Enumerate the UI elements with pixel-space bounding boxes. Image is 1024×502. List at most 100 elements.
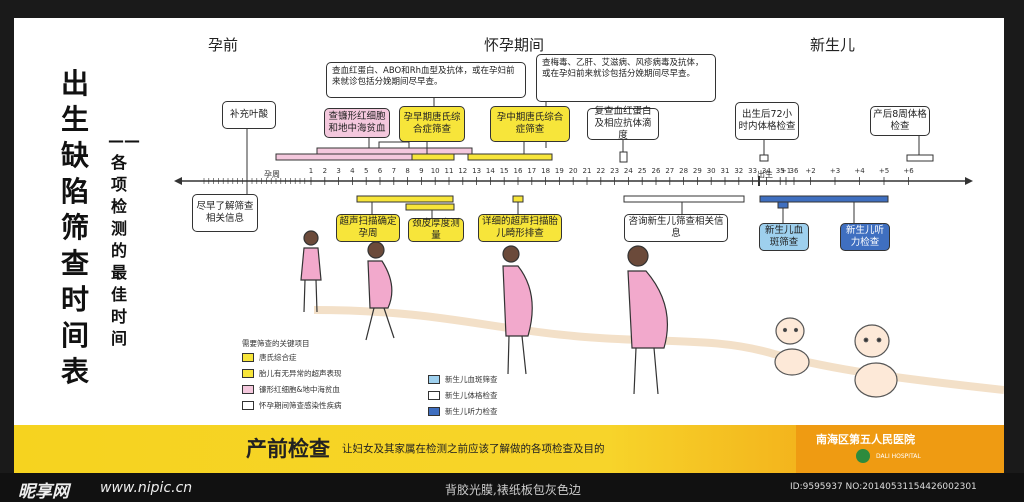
- legend-label: 镰形红细胞&地中海贫血: [259, 385, 340, 394]
- week-label: 16: [513, 167, 523, 175]
- week-label: 23: [610, 167, 620, 175]
- week-label: 2: [322, 167, 328, 175]
- bar-ultra1: [356, 195, 454, 203]
- axis-right-arrow: [965, 177, 973, 185]
- week-label: 1: [308, 167, 314, 175]
- bar-early-down: [411, 153, 455, 161]
- legend-item-thal: 镰形红细胞&地中海贫血: [242, 384, 340, 395]
- woman-figure-1: [300, 230, 322, 313]
- week-label: 19: [554, 167, 564, 175]
- note-infection: 查梅毒、乙肝、艾滋病、风疹病毒及抗体，或在孕妇前来就诊包括分娩期间尽早查。: [536, 54, 716, 102]
- birth-label: 出生: [757, 170, 773, 179]
- box-thalassemia: 查镰形红细胞和地中海贫血: [324, 108, 390, 138]
- legend-label: 怀孕期间筛查感染性疾病: [259, 401, 342, 410]
- stage-prepregnancy: 孕前: [208, 36, 239, 54]
- box-ultrasound-anomaly: 详细的超声扫描胎儿畸形排查: [478, 214, 562, 242]
- week-label: 26: [651, 167, 661, 175]
- month-label: +4: [854, 167, 865, 175]
- bar-nb72: [759, 154, 769, 162]
- bar-newborn-blue: [759, 195, 889, 203]
- baby-figure-2: [854, 324, 898, 398]
- legend-swatch: [428, 391, 440, 400]
- timeline-graphics: [174, 98, 1004, 398]
- week-label: 34: [761, 167, 771, 175]
- legend-item-exam: 新生儿体格检查: [428, 390, 498, 401]
- legend-item-ultrasound: 胎儿有无异常的超声表现: [242, 368, 342, 379]
- watermark-caption: 背胶光膜,裱纸板包灰色边: [445, 483, 581, 497]
- week-label: 27: [665, 167, 675, 175]
- legend-item-down: 唐氏综合症: [242, 352, 297, 363]
- month-label: +3: [829, 167, 841, 175]
- week-label: 5: [363, 167, 369, 175]
- watermark-id: ID:9595937 NO:20140531154426002301: [790, 482, 977, 492]
- month-label: +2: [805, 167, 816, 175]
- box-folic-acid: 补充叶酸: [222, 101, 276, 129]
- footer-bar: 产前检查 让妇女及其家属在检测之前应该了解做的各项检查及目的 南海区第五人民医院…: [14, 425, 1004, 473]
- week-label: 3: [336, 167, 341, 175]
- screening-poster: 出生缺陷筛查时间表 ——各项检测的最佳时间 孕前 怀孕期间 新生儿: [14, 18, 1004, 473]
- box-postpartum-8w: 产后8周体格检查: [870, 106, 930, 136]
- box-nuchal: 颈皮厚度测量: [408, 218, 464, 242]
- stage-pregnancy: 怀孕期间: [484, 36, 545, 54]
- week-label: 9: [419, 167, 424, 175]
- legend-item-hearing: 新生儿听力检查: [428, 406, 498, 417]
- week-label: 18: [541, 167, 551, 175]
- week-label: 15: [499, 167, 509, 175]
- woman-figure-2: [365, 241, 395, 341]
- legend-label: 唐氏综合症: [259, 353, 297, 362]
- bar-thal: [275, 153, 432, 161]
- legend-item-infection: 怀孕期间筛查感染性疾病: [242, 400, 342, 411]
- week-ticks: [203, 177, 909, 185]
- week-label: 35: [775, 167, 785, 175]
- week-label: 20: [568, 167, 578, 175]
- week-label: 13: [472, 167, 482, 175]
- box-recheck: 复查血红蛋白及相应抗体滴度: [587, 106, 659, 141]
- hospital-en: DALI HOSPITAL: [876, 453, 921, 460]
- week-label: 4: [350, 167, 355, 175]
- month-label: +1: [780, 167, 792, 175]
- week-label: 22: [596, 167, 606, 175]
- footer-text: 让妇女及其家属在检测之前应该了解做的各项检查及目的: [342, 443, 605, 455]
- bar-consult: [623, 195, 745, 203]
- hospital-name: 南海区第五人民医院: [816, 433, 915, 446]
- legend-swatch: [242, 369, 254, 378]
- week-label: 33: [748, 167, 758, 175]
- legend-label: 新生儿血斑筛查: [445, 375, 498, 384]
- week-label: 30: [706, 167, 716, 175]
- week-label: 7: [391, 167, 397, 175]
- legend-swatch: [242, 401, 254, 410]
- week-label: 28: [679, 167, 689, 175]
- watermark-strip: 昵享网 www.nipic.cn 背胶光膜,裱纸板包灰色边 ID:9595937…: [0, 473, 1024, 502]
- box-early-down: 孕早期唐氏综合症筛查: [399, 106, 465, 142]
- stage-newborn: 新生儿: [810, 36, 856, 54]
- week-label: 12: [458, 167, 468, 175]
- baby-figure-1: [774, 317, 810, 376]
- hospital-logo-icon: [856, 449, 870, 463]
- box-consult-newborn: 咨询新生儿筛查相关信息: [624, 214, 728, 242]
- week-label: 11: [444, 167, 454, 175]
- box-mid-down: 孕中期唐氏综合症筛查: [490, 106, 570, 142]
- week-label: 8: [405, 167, 410, 175]
- legend-swatch: [428, 407, 440, 416]
- week-label: 14: [485, 167, 495, 175]
- preg-label: 孕周: [264, 170, 280, 179]
- axis-left-arrow: [174, 177, 182, 185]
- legend-title: 需要筛查的关键项目: [242, 339, 310, 348]
- week-label: 32: [734, 167, 744, 175]
- box-newborn-blood: 新生儿血斑筛查: [759, 223, 809, 251]
- legend-label: 新生儿听力检查: [445, 407, 498, 416]
- month-label: +6: [903, 167, 914, 175]
- bar-blood: [777, 201, 789, 209]
- watermark-logo: 昵享网: [18, 482, 69, 502]
- bar-ultra2: [512, 195, 524, 203]
- week-label: 21: [582, 167, 592, 175]
- bar-infection-2: [378, 141, 410, 149]
- watermark-url: www.nipic.cn: [100, 480, 193, 496]
- poster-title: 出生缺陷筛查时间表: [60, 67, 89, 388]
- legend-swatch: [242, 385, 254, 394]
- week-label: 6: [377, 167, 383, 175]
- hospital-panel: 南海区第五人民医院 DALI HOSPITAL: [796, 425, 1004, 473]
- bar-nt: [405, 203, 455, 211]
- legend-swatch: [428, 375, 440, 384]
- bar-infection-1: [316, 147, 473, 155]
